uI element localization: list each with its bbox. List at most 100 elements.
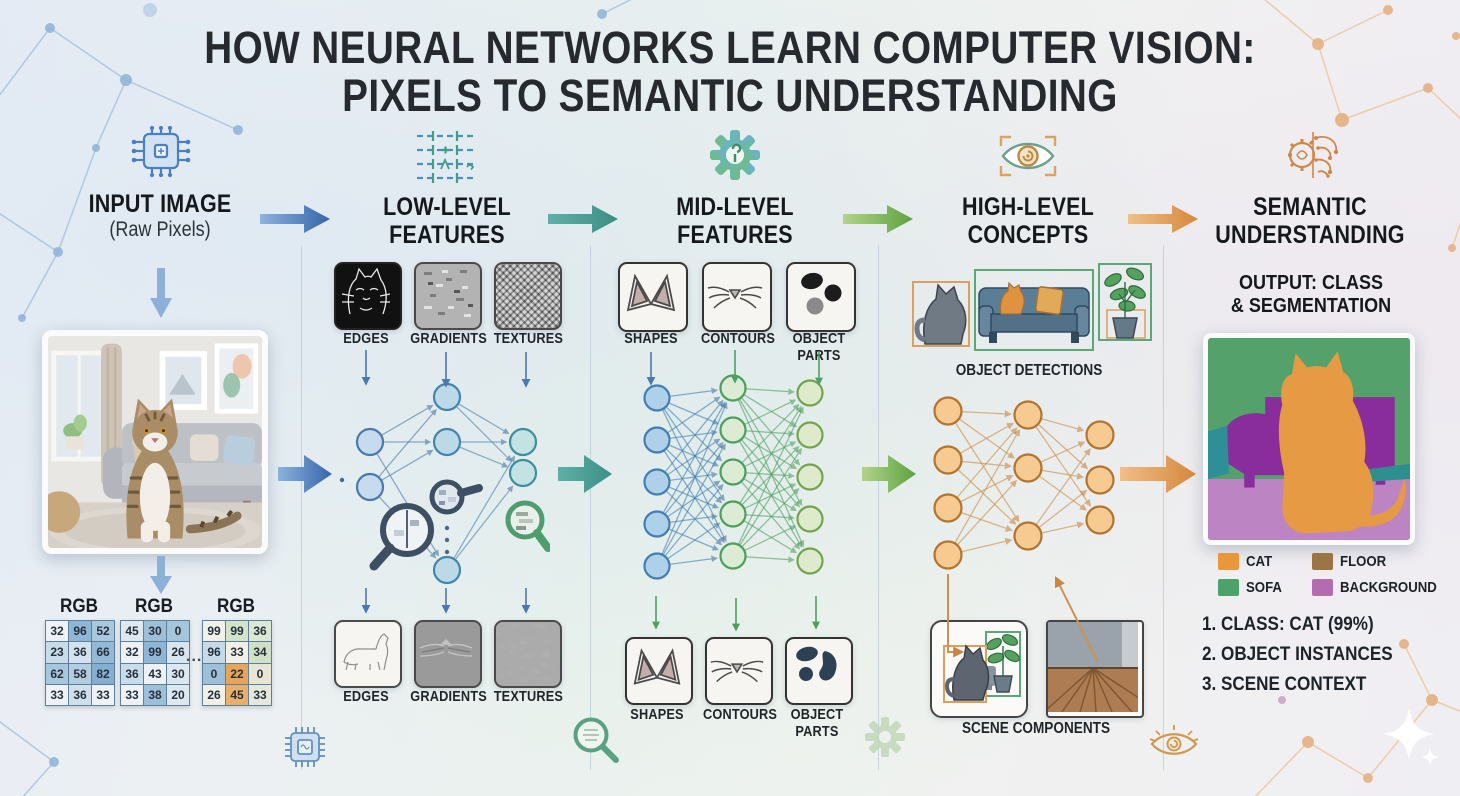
rgb-cell: 34 <box>249 642 271 663</box>
rgb-cell: 66 <box>92 642 114 663</box>
gradients-tile-bottom <box>414 620 482 688</box>
rgb-cell: 32 <box>46 621 68 642</box>
scene-components-tile-2 <box>1046 620 1144 718</box>
rgb-cell: 22 <box>226 663 248 684</box>
rgb-cell: 30 <box>167 663 189 684</box>
shapes-label-bottom: SHAPES <box>630 706 684 723</box>
rgb-cell: 0 <box>167 621 189 642</box>
rgb-cell: 43 <box>144 663 166 684</box>
rgb-cell: 38 <box>144 684 166 705</box>
scene-components-label: SCENE COMPONENTS <box>961 720 1111 737</box>
gear-wrench-icon <box>710 130 760 180</box>
shapes-tile-top <box>618 262 688 332</box>
legend-item: SOFA <box>1218 575 1312 599</box>
low-level-network <box>339 382 550 585</box>
contours-label-top: CONTOURS <box>701 330 776 347</box>
legend-swatch <box>1218 552 1239 570</box>
down-arrow-to-rgb <box>150 556 172 594</box>
mid-level-network <box>643 374 824 580</box>
legend-label: CAT <box>1246 552 1273 570</box>
stage-arrow-3 <box>843 205 913 233</box>
stage-title-low: LOW-LEVEL <box>383 193 511 221</box>
column-separator <box>1163 246 1164 770</box>
gradients-tile-top <box>414 262 482 330</box>
textures-tile-top <box>494 262 562 330</box>
rgb-cell: 33 <box>226 642 248 663</box>
result-context: 3. SCENE CONTEXT <box>1202 674 1367 695</box>
rgb-label-3: RGB <box>216 596 255 617</box>
textures-label-bottom: TEXTURES <box>493 688 564 705</box>
contours-tile-bottom <box>705 637 773 705</box>
rgb-cell: 33 <box>46 684 68 705</box>
column-separator <box>878 246 879 770</box>
rgb-cell: 96 <box>69 621 91 642</box>
stage-title-high: HIGH-LEVEL <box>962 193 1094 221</box>
gradients-label-bottom: GRADIENTS <box>410 688 487 705</box>
eye-scan-icon <box>999 135 1057 177</box>
rgb-cell: 96 <box>203 642 225 663</box>
stage-title-input: INPUT IMAGE <box>88 190 232 218</box>
rgb-cell: 0 <box>203 663 225 684</box>
rgb-cell: 99 <box>226 621 248 642</box>
edges-tile-bottom <box>334 620 402 688</box>
legend-swatch <box>1218 578 1239 596</box>
column-separator <box>590 246 591 770</box>
result-class: 1. CLASS: CAT (99%) <box>1202 614 1374 635</box>
filter-grid-icon <box>417 131 477 183</box>
legend-label: BACKGROUND <box>1340 578 1437 596</box>
rgb-cell: 33 <box>92 684 114 705</box>
rgb-label-2: RGB <box>134 596 173 617</box>
rgb-cell: 62 <box>46 663 68 684</box>
rgb-cell: 52 <box>92 621 114 642</box>
rgb-label-1: RGB <box>59 596 98 617</box>
rgb-cell: 33 <box>121 684 143 705</box>
title-line1: HOW NEURAL NETWORKS LEARN COMPUTER VISIO… <box>204 22 1256 73</box>
title-line2: PIXELS TO SEMANTIC UNDERSTANDING <box>342 70 1118 121</box>
matrix-ellipsis: ... <box>186 648 203 665</box>
legend-swatch <box>1312 552 1333 570</box>
edges-label-bottom: EDGES <box>343 688 389 705</box>
object-detections-label: OBJECT DETECTIONS <box>955 362 1103 379</box>
down-arrow-to-photo <box>150 268 172 318</box>
rgb-cell: 82 <box>92 663 114 684</box>
rgb-cell: 99 <box>203 621 225 642</box>
chip-icon <box>131 126 191 178</box>
rgb-cell: 0 <box>249 663 271 684</box>
rgb-cell: 36 <box>69 684 91 705</box>
column-separator <box>301 246 302 770</box>
stage-arrow-4 <box>1128 205 1198 233</box>
gradients-label-top: GRADIENTS <box>410 330 487 347</box>
eye-icon-small <box>1149 725 1199 755</box>
textures-tile-bottom <box>494 620 562 688</box>
rgb-cell: 32 <box>121 642 143 663</box>
scene-components-tile-1 <box>930 620 1028 718</box>
magnifier-icon-small <box>573 717 619 763</box>
rgb-cell: 36 <box>121 663 143 684</box>
rgb-cell: 36 <box>249 621 271 642</box>
gear-icon-small <box>865 717 905 757</box>
input-photo <box>42 330 268 554</box>
rgb-cell: 30 <box>144 621 166 642</box>
legend-label: FLOOR <box>1340 552 1387 570</box>
sparkle-logo <box>1383 708 1439 766</box>
object-parts-tile-bottom <box>785 637 853 705</box>
object-parts-tile-top <box>786 262 856 332</box>
object-detections-graphic <box>912 263 1152 351</box>
legend-item: BACKGROUND <box>1312 575 1452 599</box>
stage-arrow-1 <box>260 205 330 233</box>
shapes-label-top: SHAPES <box>624 330 678 347</box>
rgb-cell: 36 <box>69 642 91 663</box>
contours-tile-top <box>702 262 772 332</box>
shapes-tile-bottom <box>625 637 693 705</box>
rgb-cell: 58 <box>69 663 91 684</box>
legend-item: CAT <box>1218 549 1312 573</box>
edges-label-top: EDGES <box>343 330 389 347</box>
rgb-cell: 45 <box>226 684 248 705</box>
rgb-cell: 26 <box>203 684 225 705</box>
legend-item: FLOOR <box>1312 549 1452 573</box>
stage-title-mid: MID-LEVEL <box>676 193 794 221</box>
